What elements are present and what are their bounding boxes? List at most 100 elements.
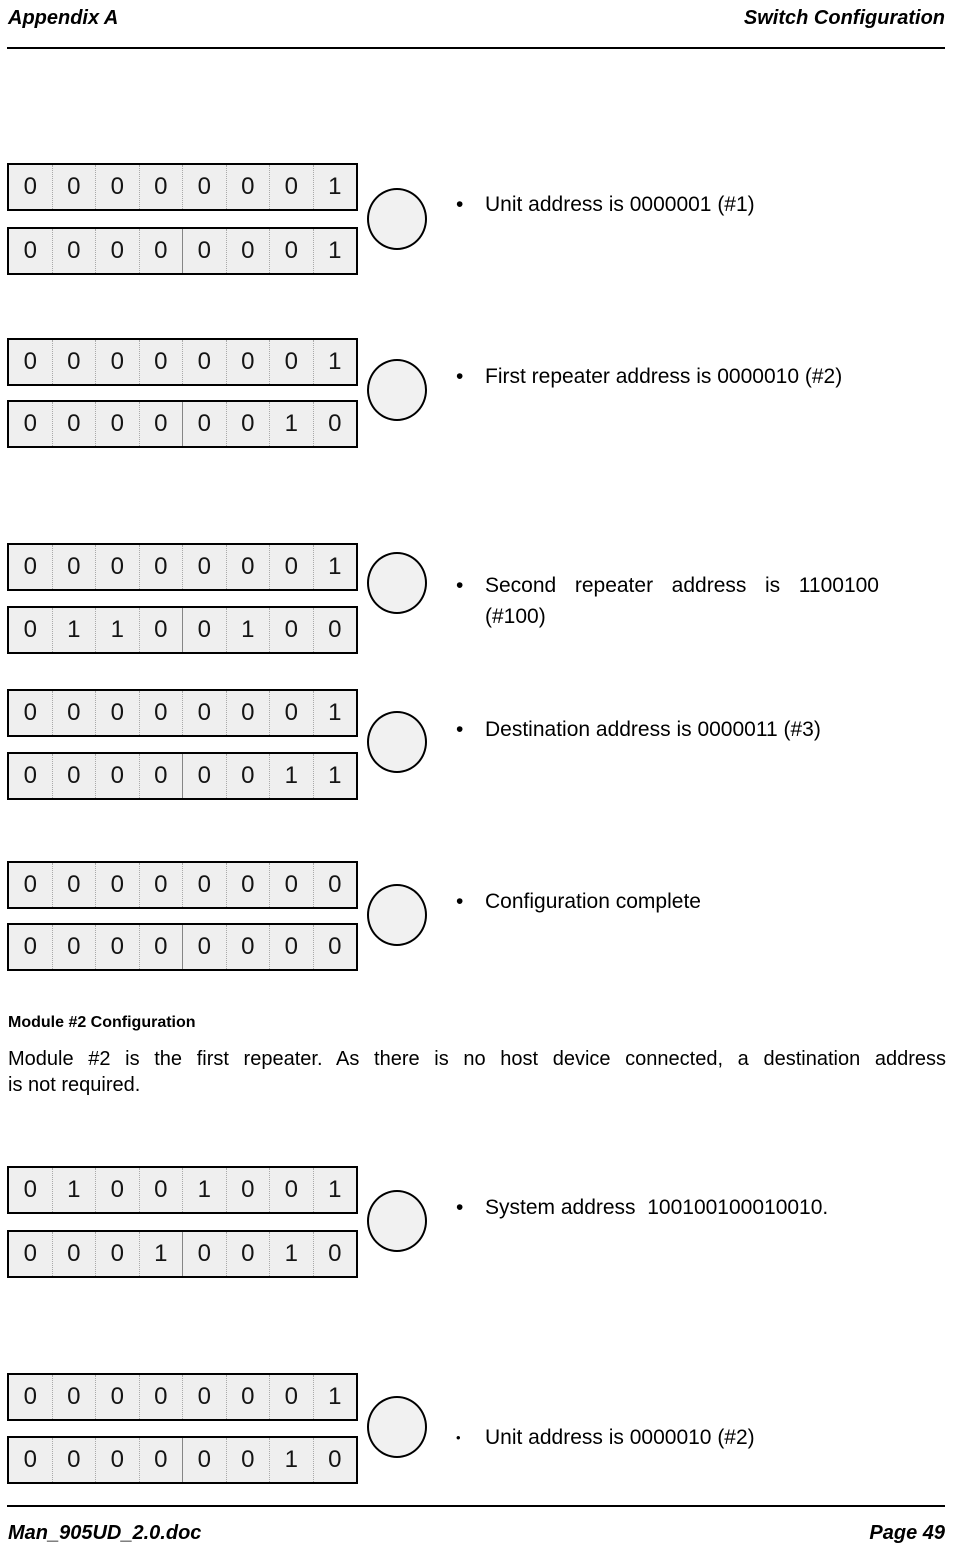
dip-switch-cell: 1 bbox=[269, 402, 313, 446]
dip-switch-cell: 0 bbox=[95, 340, 139, 384]
dip-switch-cell: 0 bbox=[225, 1375, 270, 1419]
bullet-icon: • bbox=[456, 365, 464, 388]
circle-marker bbox=[367, 711, 427, 773]
note-text: First repeater address is 0000010 (#2) bbox=[485, 365, 842, 389]
dip-switch-cell: 0 bbox=[51, 925, 96, 969]
dip-switch-cell: 1 bbox=[312, 165, 357, 209]
dip-switch-cell: 1 bbox=[312, 545, 357, 589]
dip-switch-cell: 0 bbox=[23, 1176, 37, 1203]
note-line: Destination address is 0000011 (#3) bbox=[485, 718, 821, 741]
dip-switch-cell: 0 bbox=[269, 165, 313, 209]
dip-switch-cell: 1 bbox=[312, 691, 357, 735]
dip-switch-cell: 0 bbox=[23, 699, 37, 726]
dip-switch-cell: 0 bbox=[95, 691, 139, 735]
dip-switch-cell: 0 bbox=[269, 545, 313, 589]
dip-switch-cell: 1 bbox=[312, 1375, 357, 1419]
circle-marker bbox=[367, 552, 427, 614]
note-line: Unit address is 0000010 (#2) bbox=[485, 1426, 755, 1449]
dip-switch-cell: 1 bbox=[312, 229, 357, 273]
circle-marker bbox=[367, 1396, 427, 1458]
dip-switch-cell: 0 bbox=[225, 863, 270, 907]
dip-switch-cell: 0 bbox=[51, 402, 96, 446]
dip-switch-cell: 0 bbox=[225, 229, 270, 273]
dip-switch-cell: 0 bbox=[95, 754, 139, 798]
bullet-icon: • bbox=[456, 890, 464, 913]
footer-left: Man_905UD_2.0.doc bbox=[8, 1522, 202, 1544]
dip-switch-cell: 1 bbox=[51, 608, 96, 652]
footer-right: Page 49 bbox=[869, 1522, 945, 1544]
paragraph-line: is not required. bbox=[8, 1074, 141, 1096]
dip-switch-cell: 0 bbox=[225, 754, 270, 798]
dip-switch-cell: 0 bbox=[225, 545, 270, 589]
dip-switch-cell: 1 bbox=[95, 608, 139, 652]
dip-switch-cell: 0 bbox=[225, 165, 270, 209]
dip-switch-cell: 0 bbox=[23, 553, 37, 580]
dip-switch-cell: 0 bbox=[312, 863, 357, 907]
dip-switch-cell: 0 bbox=[225, 340, 270, 384]
dip-switch-cell: 0 bbox=[51, 229, 96, 273]
note-line: First repeater address is 0000010 (#2) bbox=[485, 365, 843, 388]
dip-switch-cell: 0 bbox=[312, 1438, 357, 1482]
dip-switch-cell: 0 bbox=[182, 165, 226, 209]
dip-switch-cell: 0 bbox=[23, 933, 37, 960]
dip-switch-cell: 0 bbox=[95, 925, 139, 969]
dip-switch-cell: 0 bbox=[95, 229, 139, 273]
paragraph-line: Module #2 is the first repeater. As ther… bbox=[8, 1048, 946, 1070]
dip-switch-cell: 0 bbox=[182, 863, 226, 907]
dip-switch-cell: 0 bbox=[95, 1168, 139, 1212]
note-text: Configuration complete bbox=[485, 890, 701, 914]
dip-switch-cell: 0 bbox=[51, 165, 96, 209]
dip-switch-cell: 0 bbox=[51, 340, 96, 384]
bullet-icon: • bbox=[456, 574, 464, 597]
dip-switch-cell: 0 bbox=[138, 229, 183, 273]
dip-switch-cell: 0 bbox=[182, 608, 226, 652]
dip-switch-cell: 0 bbox=[51, 863, 96, 907]
dip-switch-cell: 0 bbox=[312, 925, 357, 969]
dip-switch-cell: 0 bbox=[182, 691, 226, 735]
dip-switch-cell: 0 bbox=[95, 165, 139, 209]
dip-switch-cell: 0 bbox=[95, 1438, 139, 1482]
dip-switch-cell: 1 bbox=[182, 1168, 226, 1212]
dip-switch-cell: 1 bbox=[225, 608, 270, 652]
bullet-icon: • bbox=[456, 1196, 464, 1219]
section-heading: Module #2 Configuration bbox=[8, 1014, 196, 1031]
dip-switch-cell: 0 bbox=[225, 402, 270, 446]
dip-switch-cell: 0 bbox=[269, 1168, 313, 1212]
dip-switch-cell: 0 bbox=[23, 616, 37, 643]
bullet-note: • First repeater address is 0000010 (#2) bbox=[456, 365, 842, 389]
bullet-icon: • bbox=[456, 193, 464, 216]
dip-switch-cell: 0 bbox=[138, 545, 183, 589]
bullet-note: • Configuration complete bbox=[456, 890, 701, 914]
dip-switch-cell: 0 bbox=[23, 1240, 37, 1267]
bullet-note: • Unit address is 0000010 (#2) bbox=[456, 1426, 755, 1450]
dip-switch-cell: 0 bbox=[95, 402, 139, 446]
dip-switch-cell: 0 bbox=[225, 1438, 270, 1482]
header-right: Switch Configuration bbox=[743, 7, 945, 29]
dip-switch-cell: 1 bbox=[312, 754, 357, 798]
note-text: Second repeater address is 1100100(#100) bbox=[485, 570, 879, 632]
dip-switch-cell: 0 bbox=[23, 762, 37, 789]
dip-switch-cell: 0 bbox=[312, 1232, 357, 1276]
dip-switch-cell: 0 bbox=[51, 691, 96, 735]
dip-switch-cell: 0 bbox=[23, 1446, 37, 1473]
dip-switch-cell: 0 bbox=[138, 608, 183, 652]
dip-switch-cell: 1 bbox=[312, 1168, 357, 1212]
dip-switch-cell: 0 bbox=[95, 545, 139, 589]
dip-switch-cell: 0 bbox=[23, 348, 37, 375]
dip-switch-cell: 0 bbox=[51, 1375, 96, 1419]
dip-switch-cell: 0 bbox=[23, 237, 37, 264]
bullet-icon: • bbox=[456, 1430, 461, 1445]
dip-switch-cell: 0 bbox=[182, 229, 226, 273]
note-line: (#100) bbox=[485, 605, 546, 628]
dip-switch-cell: 0 bbox=[225, 925, 270, 969]
